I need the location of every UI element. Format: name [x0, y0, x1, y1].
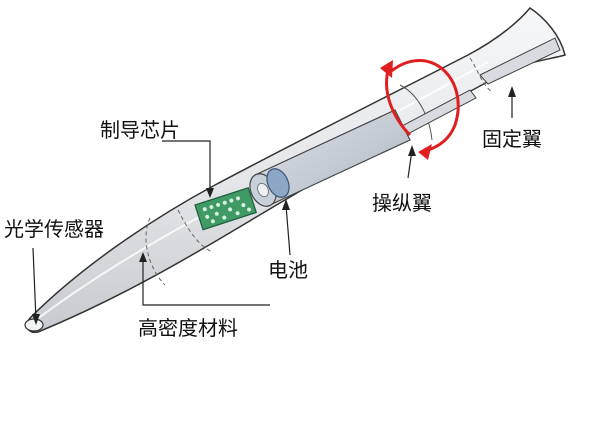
fixed-fin — [479, 37, 561, 85]
fin-ring-seam — [399, 84, 433, 141]
label-guidance-chip: 制导芯片 — [100, 118, 180, 142]
label-steering-fins: 操纵翼 — [372, 191, 432, 215]
leader-arrowheads — [32, 86, 516, 325]
section-seams — [145, 57, 493, 286]
label-battery: 电池 — [268, 258, 308, 282]
label-optical-sensor: 光学传感器 — [4, 217, 104, 241]
guidance-chip — [194, 186, 258, 231]
battery-blue-band — [266, 168, 290, 198]
battery — [249, 109, 411, 207]
leader-lines — [32, 92, 513, 321]
rotation-arrow-icon — [385, 59, 460, 152]
sensor-tip — [24, 318, 44, 332]
label-fixed-fins: 固定翼 — [482, 127, 542, 151]
label-high-density-material: 高密度材料 — [138, 316, 238, 340]
